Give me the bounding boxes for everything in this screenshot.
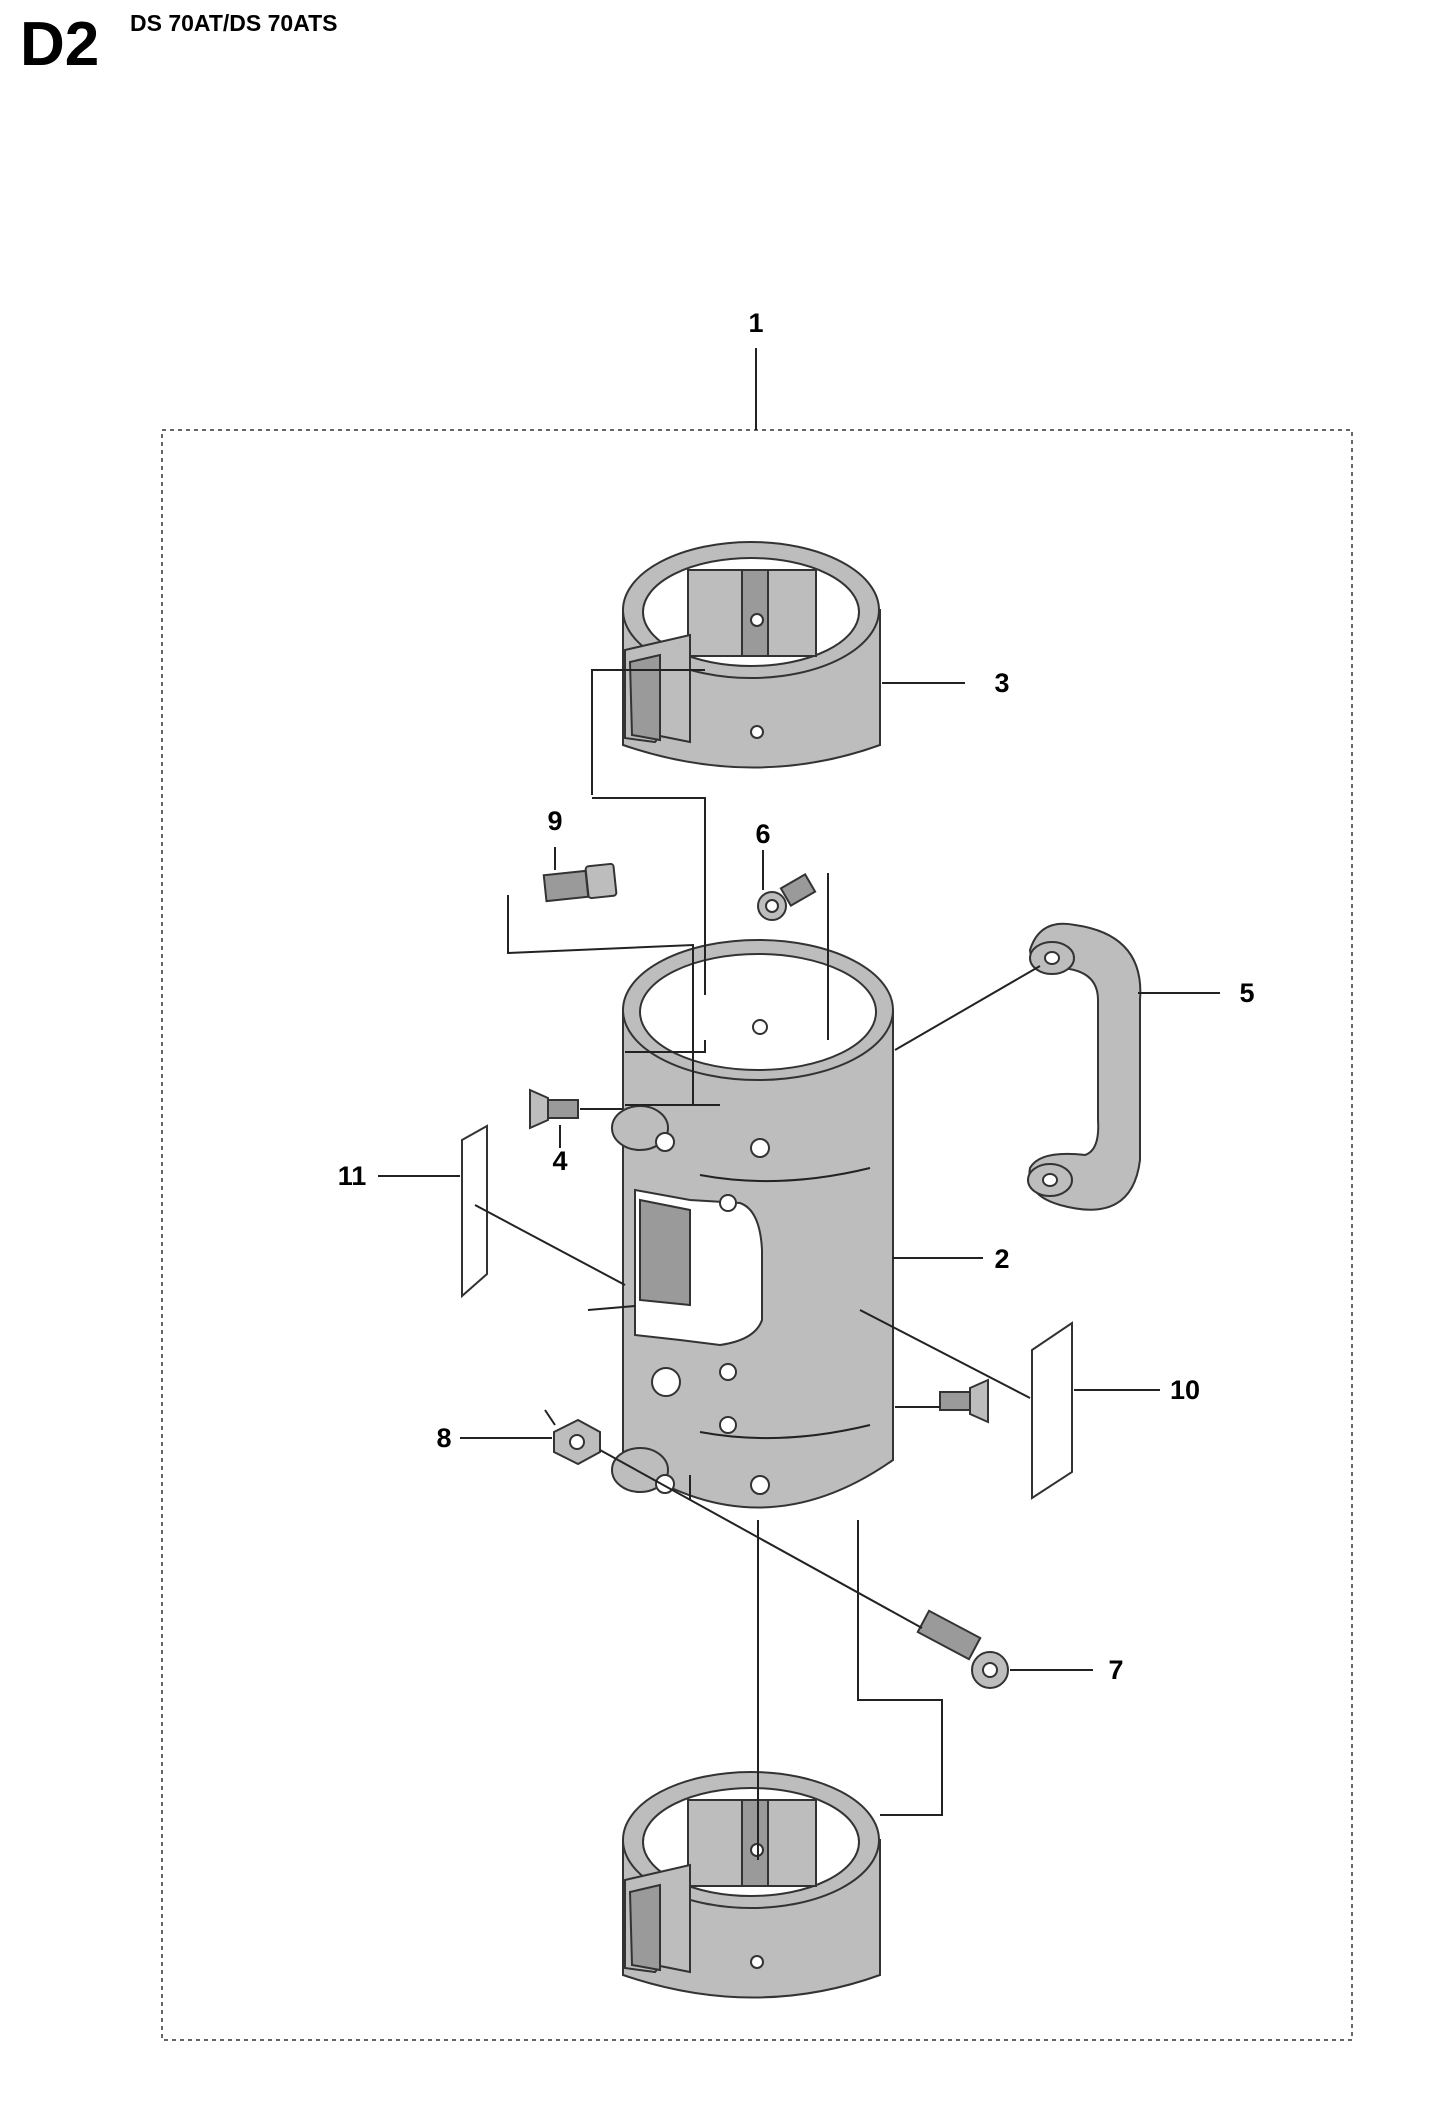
part-2-main-tube[interactable] xyxy=(611,939,894,1509)
callout-10: 10 xyxy=(1170,1375,1200,1405)
part-4-screw[interactable] xyxy=(529,1088,579,1130)
part-3-upper-sleeve[interactable] xyxy=(622,541,881,769)
part-6-screw[interactable] xyxy=(757,872,817,921)
part-8-nut[interactable] xyxy=(553,1418,601,1466)
part-11-label[interactable] xyxy=(461,1124,488,1299)
part-7-bolt[interactable] xyxy=(916,1609,1009,1689)
callout-9: 9 xyxy=(547,806,562,836)
part-10-label[interactable] xyxy=(1031,1321,1073,1500)
callout-11: 11 xyxy=(338,1161,367,1191)
callout-5: 5 xyxy=(1239,978,1254,1008)
callout-4: 4 xyxy=(552,1146,567,1176)
countersunk-screw[interactable] xyxy=(939,1378,989,1424)
callout-3: 3 xyxy=(994,668,1009,698)
leader-lines xyxy=(378,348,1220,1860)
callout-1: 1 xyxy=(748,308,763,338)
part-5-handle[interactable] xyxy=(1027,922,1142,1211)
callout-8: 8 xyxy=(436,1423,451,1453)
model-name: DS 70AT/DS 70ATS xyxy=(130,10,338,36)
diagram-code: D2 xyxy=(20,10,100,79)
callout-2: 2 xyxy=(994,1244,1009,1274)
callout-7: 7 xyxy=(1108,1655,1123,1685)
lower-sleeve[interactable] xyxy=(622,1771,881,1999)
part-9-bolt[interactable] xyxy=(542,862,618,903)
callout-6: 6 xyxy=(755,819,770,849)
